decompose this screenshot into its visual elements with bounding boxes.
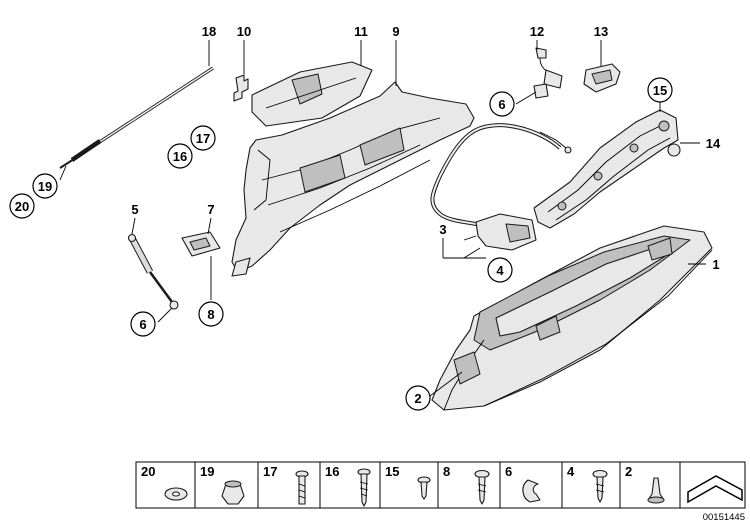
callout-6-lower: 6 <box>130 311 156 337</box>
spring-clip-icon <box>522 479 541 503</box>
callout-20: 20 <box>9 193 35 219</box>
plug-icon <box>647 477 665 504</box>
callout-16: 16 <box>167 143 193 169</box>
svg-text:20: 20 <box>15 199 29 214</box>
callout-10: 10 <box>237 24 251 39</box>
callout-7: 7 <box>207 202 214 217</box>
part-11-cover <box>251 61 373 127</box>
legend-label-20: 20 <box>141 464 155 479</box>
legend-label-19: 19 <box>200 464 214 479</box>
callout-14: 14 <box>706 136 721 151</box>
part-12-cable-end <box>535 47 563 89</box>
callout-18: 18 <box>202 24 216 39</box>
callout-19: 19 <box>32 173 58 199</box>
part-4-lock <box>463 213 537 251</box>
callout-1: 1 <box>712 257 719 272</box>
part-14-latch-rail <box>533 109 681 229</box>
circled-callouts: 6 15 17 16 19 20 4 6 <box>9 77 673 411</box>
part-9-housing <box>231 81 475 277</box>
short-screw-icon <box>417 476 431 500</box>
part-5-strut <box>127 233 179 310</box>
callout-3: 3 <box>439 222 446 237</box>
screw-icon <box>474 469 490 505</box>
callout-12: 12 <box>530 24 544 39</box>
legend-label-8: 8 <box>443 464 450 479</box>
callout-4: 4 <box>487 257 513 283</box>
fastener-legend: 20 19 17 16 15 8 6 4 2 <box>135 461 746 509</box>
leader-lines <box>59 40 706 397</box>
screw-icon <box>592 469 608 503</box>
svg-text:19: 19 <box>38 179 52 194</box>
arrow-icon <box>687 475 743 504</box>
callout-labels: 18 10 11 9 12 13 14 5 7 3 1 <box>131 24 721 272</box>
legend-label-4: 4 <box>567 464 575 479</box>
callout-5: 5 <box>131 202 138 217</box>
part-3-cable <box>430 123 572 228</box>
legend-label-6: 6 <box>505 464 512 479</box>
callout-8: 8 <box>198 301 224 327</box>
legend-label-17: 17 <box>263 464 277 479</box>
legend-label-16: 16 <box>325 464 339 479</box>
callout-11: 11 <box>354 24 368 39</box>
callout-9: 9 <box>392 24 399 39</box>
part-1-lid <box>431 225 713 411</box>
svg-text:2: 2 <box>414 391 421 406</box>
reference-number: 00151445 <box>703 512 745 523</box>
bolt-icon <box>295 470 309 505</box>
legend-label-2: 2 <box>625 464 632 479</box>
svg-text:16: 16 <box>173 149 187 164</box>
legend-label-15: 15 <box>385 464 399 479</box>
part-6-nut-upper <box>533 83 549 99</box>
svg-text:15: 15 <box>653 83 667 98</box>
svg-text:6: 6 <box>498 97 505 112</box>
callout-15: 15 <box>647 77 673 103</box>
svg-text:17: 17 <box>196 131 210 146</box>
svg-text:8: 8 <box>207 307 214 322</box>
callout-13: 13 <box>594 24 608 39</box>
callout-6-upper: 6 <box>489 91 515 117</box>
callout-2: 2 <box>405 385 431 411</box>
svg-text:6: 6 <box>139 317 146 332</box>
part-7-clip-plate <box>181 231 221 257</box>
part-13-catch <box>583 63 621 93</box>
clip-nut-icon <box>221 480 245 505</box>
part-10-clip <box>233 74 249 102</box>
part-18-rod <box>59 66 214 169</box>
self-tapping-screw-icon <box>357 468 371 507</box>
callout-17: 17 <box>190 125 216 151</box>
washer-icon <box>164 487 188 501</box>
svg-text:4: 4 <box>496 263 504 278</box>
